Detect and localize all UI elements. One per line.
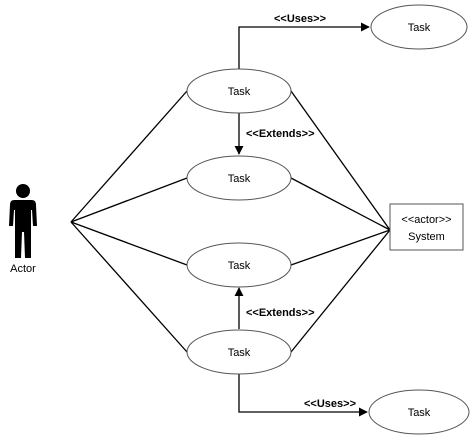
association-system-task-2 <box>290 177 391 231</box>
association-system-task-bottom <box>290 229 391 353</box>
use-case-task-uses-bottom: Task <box>368 389 470 435</box>
system-stereotype: <<actor>> <box>401 214 451 226</box>
uses-bottom-arrow <box>238 374 368 417</box>
system-name: System <box>408 231 445 243</box>
uses-top-arrow <box>238 22 370 70</box>
use-case-task-top: Task <box>186 68 292 114</box>
actor-label: Actor <box>10 263 36 275</box>
association-actor-task-2 <box>70 177 188 223</box>
association-system-task-top <box>290 90 391 231</box>
association-system-task-3 <box>290 229 391 266</box>
extends-lower-label: <<Extends>> <box>246 307 315 319</box>
extends-upper-label: <<Extends>> <box>246 128 315 140</box>
task-label: Task <box>228 86 251 98</box>
system-actor-box: <<actor>> System <box>389 203 464 251</box>
system-associations <box>290 90 391 353</box>
actor-figure <box>9 184 37 258</box>
task-label: Task <box>408 407 431 419</box>
task-label: Task <box>228 173 251 185</box>
association-actor-task-3 <box>70 221 188 266</box>
association-actor-task-bottom <box>70 221 188 353</box>
uses-top-label: <<Uses>> <box>274 13 326 25</box>
association-actor-task-top <box>70 90 188 223</box>
actor-associations <box>70 90 188 353</box>
use-case-task-3: Task <box>186 242 292 288</box>
actor-head <box>16 184 30 198</box>
actor-body <box>9 200 37 258</box>
task-label: Task <box>228 347 251 359</box>
task-label: Task <box>408 22 431 34</box>
task-label: Task <box>228 260 251 272</box>
uses-bottom-label: <<Uses>> <box>304 398 356 410</box>
use-case-task-2: Task <box>186 155 292 201</box>
use-case-task-uses-top: Task <box>370 4 468 50</box>
use-case-task-bottom: Task <box>186 329 292 375</box>
